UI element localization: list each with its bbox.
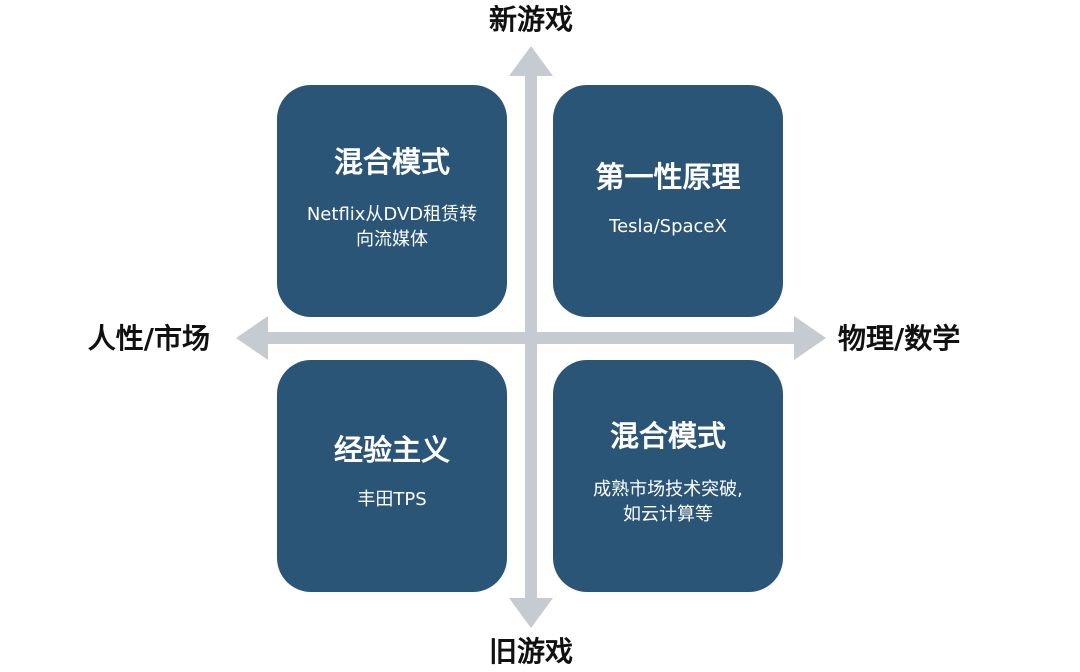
quadrant-description: Netflix从DVD租赁转 向流媒体 (287, 202, 497, 252)
quadrant-description-line: Netflix从DVD租赁转 (306, 204, 478, 225)
quadrant-title: 经验主义 (333, 433, 450, 467)
quadrant-top-right: 第一性原理 Tesla/SpaceX (553, 85, 783, 317)
quadrant-description: 成熟市场技术突破, 如云计算等 (563, 477, 773, 527)
arrow-right-icon (794, 316, 826, 360)
axis-label-right: 物理/数学 (838, 322, 961, 355)
quadrant-bottom-right: 混合模式 成熟市场技术突破, 如云计算等 (553, 360, 783, 592)
quadrant-title: 混合模式 (609, 419, 726, 453)
quadrant-description-line: 成熟市场技术突破, (593, 479, 743, 500)
quadrant-description-line: 向流媒体 (356, 229, 428, 250)
horizontal-axis-shaft (264, 332, 798, 344)
axis-label-top: 新游戏 (488, 3, 574, 36)
quadrant-description-line: 丰田TPS (357, 489, 427, 510)
arrow-up-icon (509, 46, 553, 76)
quadrant-top-left: 混合模式 Netflix从DVD租赁转 向流媒体 (277, 85, 507, 317)
axis-label-left: 人性/市场 (87, 322, 210, 355)
arrow-left-icon (236, 316, 268, 360)
arrow-down-icon (509, 598, 553, 628)
axis-label-bottom: 旧游戏 (488, 635, 574, 668)
quadrant-title: 混合模式 (333, 145, 450, 179)
quadrant-description: Tesla/SpaceX (563, 214, 773, 239)
quadrant-title: 第一性原理 (595, 160, 741, 194)
quadrant-description-line: 如云计算等 (623, 504, 713, 525)
quadrant-bottom-left: 经验主义 丰田TPS (277, 360, 507, 592)
quadrant-description-line: Tesla/SpaceX (609, 216, 727, 237)
quadrant-description: 丰田TPS (287, 487, 497, 512)
